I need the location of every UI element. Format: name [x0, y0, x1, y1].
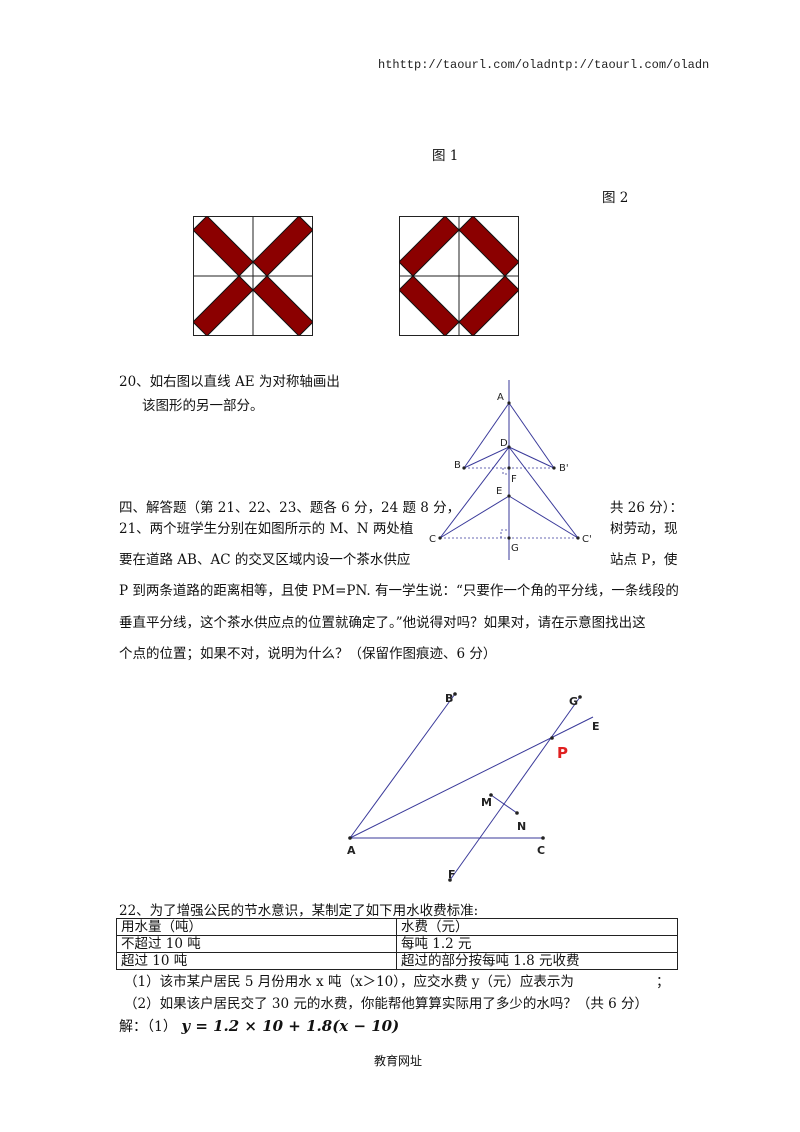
q20-label-C-prime: C'	[582, 534, 592, 545]
q20-right-angle-F	[502, 468, 509, 475]
q20-label-E: E	[496, 486, 502, 497]
q21-line4: 垂直平分线，这个茶水供应点的位置就确定了。”他说得对吗？如果对，请在示意图找出这	[119, 615, 646, 631]
fig2-tile-tl	[399, 216, 460, 277]
section-4-heading: 四、解答题（第 21、22、23、题各 6 分，24 题 8 分，	[119, 500, 461, 516]
table-cell: 不超过 10 吨	[116, 935, 397, 953]
q20-segment-EC-prime	[508, 495, 579, 539]
q22-line1: 22、为了增强公民的节水意识，某制定了如下用水收费标准:	[119, 903, 479, 919]
q22-answer-expression: y = 1.2 × 10 + 1.8(x − 10)	[181, 1017, 400, 1035]
q21-label-C: C	[537, 844, 545, 857]
q21-road-AB	[349, 693, 456, 839]
fig1-tile-br	[252, 275, 313, 336]
q21-label-B: B	[445, 692, 453, 705]
header-url[interactable]: hthttp://taourl.com/oladntp://taourl.com…	[378, 58, 710, 72]
q20-segment-AB-prime	[508, 402, 555, 469]
q22-question-2: （2）如果该户居民交了 30 元的水费，你能帮他算算实际用了多少的水吗？（共 6…	[124, 996, 649, 1012]
q21-line5: 个点的位置；如果不对，说明为什么？（保留作图痕迹、6 分）	[119, 646, 497, 662]
q22-answer-prefix: 解：（1）	[119, 1019, 177, 1035]
table-cell: 超过的部分按每吨 1.8 元收费	[396, 952, 678, 970]
q20-point-G	[507, 536, 511, 540]
q20-segment-DC-prime	[508, 446, 579, 539]
q20-label-G: G	[511, 543, 519, 554]
section-4-heading-tail: 共 26 分）：	[610, 500, 684, 516]
q20-label-F: F	[511, 474, 517, 485]
water-fee-table: 用水量（吨） 水费（元） 不超过 10 吨 每吨 1.2 元 超过 10 吨 超…	[116, 918, 678, 970]
q20-line1: 20、如右图以直线 AE 为对称轴画出	[119, 374, 340, 390]
q20-point-B	[462, 466, 466, 470]
q21-point-N	[515, 811, 519, 815]
q20-point-F	[507, 466, 511, 470]
q20-right-angle-G	[500, 529, 509, 538]
q21-segment-MN	[490, 794, 518, 814]
q21-bisector-AE	[349, 716, 594, 839]
q20-label-B: B	[454, 460, 461, 471]
fig2-tile-tr	[458, 216, 519, 277]
fig1-tile-tl	[193, 216, 254, 277]
q21-line1: 21、两个班学生分别在如图所示的 M、N 两处植	[119, 521, 414, 537]
q21-label-F: F	[448, 868, 456, 881]
q21-perp-bisector-GF	[449, 696, 581, 881]
q21-line2-tail: 站点 P，使	[610, 552, 678, 568]
q20-line2: 该图形的另一部分。	[142, 398, 264, 414]
q21-point-G	[578, 695, 582, 699]
q21-point-C	[541, 836, 545, 840]
figure-2-label: 图 2	[602, 190, 629, 206]
q20-label-A: A	[497, 392, 504, 403]
q21-point-B	[453, 692, 457, 696]
table-header-cell: 水费（元）	[396, 918, 678, 936]
q20-segment-DC	[439, 446, 510, 539]
q21-label-E: E	[592, 720, 600, 733]
q21-label-P: P	[557, 744, 568, 762]
table-header-cell: 用水量（吨）	[116, 918, 397, 936]
figure-1-label: 图 1	[432, 148, 459, 164]
q20-segment-B-prime-D	[508, 446, 555, 469]
q21-line3: P 到两条道路的距离相等，且使 PM=PN. 有一学生说：“只要作一个角的平分线…	[119, 583, 679, 599]
figure-1-tiles	[193, 216, 313, 336]
table-header-row: 用水量（吨） 水费（元）	[116, 918, 678, 936]
q21-label-A: A	[347, 844, 356, 857]
q20-point-A	[507, 401, 511, 405]
q22-question-1-end: ；	[656, 974, 670, 990]
q21-label-M: M	[481, 796, 492, 809]
q20-point-C-prime	[576, 536, 580, 540]
q21-diagram: B G E M N A C F P	[347, 692, 600, 882]
q21-line1-tail: 树劳动，现	[610, 521, 678, 537]
q20-point-D	[507, 445, 511, 449]
q20-segment-BD	[463, 446, 510, 469]
q21-point-M	[489, 793, 493, 797]
q21-point-F	[448, 878, 452, 882]
q21-line2: 要在道路 AB、AC 的交叉区域内设一个茶水供应	[119, 552, 411, 568]
q21-point-P	[550, 736, 554, 740]
fig1-tile-tr	[252, 216, 313, 277]
q20-point-C	[438, 536, 442, 540]
q22-question-1: （1）该市某户居民 5 月份用水 x 吨（x＞10），应交水费 y（元）应表示为	[124, 974, 574, 990]
q20-point-E	[507, 494, 511, 498]
footer-text: 教育网址	[374, 1054, 423, 1068]
figure-2-tiles	[399, 216, 519, 336]
q20-segment-EC	[439, 495, 510, 539]
q20-label-D: D	[500, 438, 508, 449]
q20-label-C: C	[429, 534, 436, 545]
q21-label-G: G	[569, 695, 578, 708]
fig2-tile-br	[458, 275, 519, 336]
table-cell: 每吨 1.2 元	[396, 935, 678, 953]
q20-segment-AB	[463, 402, 510, 469]
table-row: 超过 10 吨 超过的部分按每吨 1.8 元收费	[116, 952, 678, 970]
fig2-tile-bl	[399, 275, 460, 336]
q20-point-B-prime	[552, 466, 556, 470]
q20-label-B-prime: B'	[559, 463, 569, 474]
fig1-tile-bl	[193, 275, 254, 336]
q21-point-A	[348, 836, 352, 840]
table-cell: 超过 10 吨	[116, 952, 397, 970]
q22-answer: 解：（1） y = 1.2 × 10 + 1.8(x − 10)	[119, 1016, 399, 1036]
table-row: 不超过 10 吨 每吨 1.2 元	[116, 935, 678, 953]
q20-diagram: A D B B' F E C C' G	[429, 380, 592, 560]
q21-label-N: N	[517, 820, 526, 833]
